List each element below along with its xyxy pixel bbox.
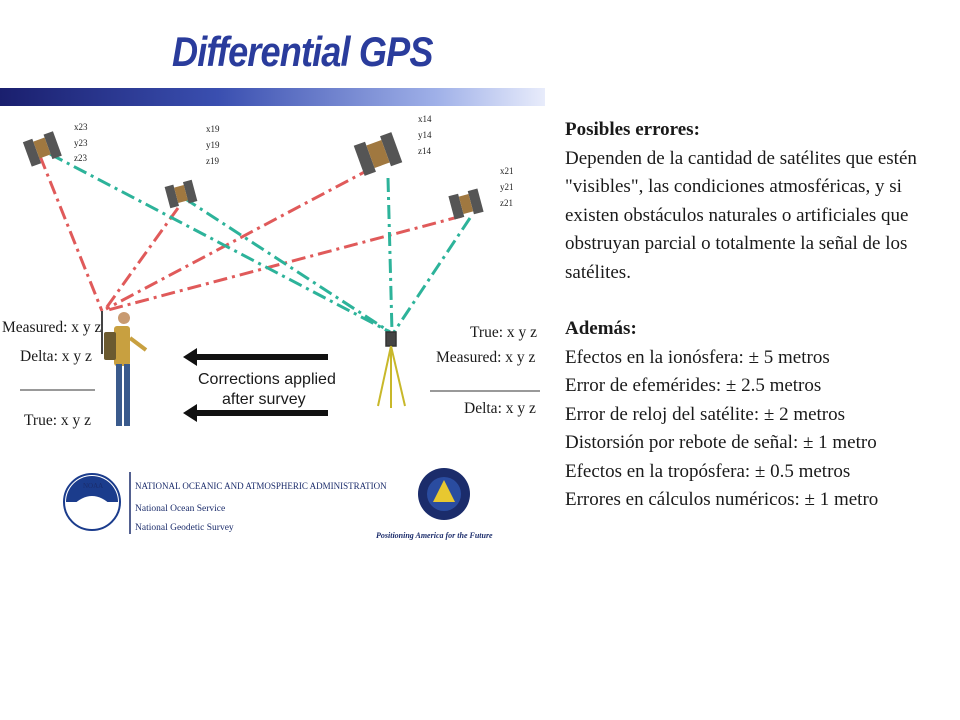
base-measured-label: Measured: x y z <box>436 349 536 366</box>
ngs-tagline: Positioning America for the Future <box>376 531 493 540</box>
base-delta-label: Delta: x y z <box>464 400 536 417</box>
ngs-seal-icon <box>418 468 470 520</box>
sat-23-coord-y: y23 <box>74 138 88 148</box>
error-item: Error de reloj del satélite: ± 2 metros <box>565 403 846 425</box>
dgps-diagram: x23 y23 z23 x19 y19 z19 x14 y14 z14 x21 … <box>2 114 540 429</box>
agency-footer: NOAA NATIONAL OCEANIC AND ATMOSPHERIC AD… <box>63 468 493 540</box>
base-true-label: True: x y z <box>470 324 537 341</box>
sat-21-coord-y: y21 <box>500 182 514 192</box>
agency-survey: National Geodetic Survey <box>135 523 234 533</box>
error-item: Efectos en la tropósfera: ± 0.5 metros <box>565 460 851 482</box>
correction-arrow-icon <box>183 348 328 422</box>
also-heading: Además: <box>565 318 637 339</box>
sat-14-coord-y: y14 <box>418 130 432 140</box>
green-rays <box>49 152 472 334</box>
satellite-icon <box>353 132 403 176</box>
sat-19-coord-x: x19 <box>206 124 220 134</box>
sat-21-coord-x: x21 <box>500 166 514 176</box>
sat-14-coord-x: x14 <box>418 114 432 124</box>
surveyor-measured-label: Measured: x y z <box>2 319 102 336</box>
errors-text-panel: Posibles errores: Dependen de la cantida… <box>565 116 955 515</box>
error-item: Distorsión por rebote de señal: ± 1 metr… <box>565 432 877 453</box>
surveyor-delta-label: Delta: x y z <box>20 348 92 365</box>
sat-23-coord-x: x23 <box>74 122 88 132</box>
slide-title: Differential GPS <box>172 28 433 75</box>
error-item: Errores en cálculos numéricos: ± 1 metro <box>565 489 879 510</box>
sat-19-coord-z: z19 <box>206 156 219 166</box>
satellite-icon <box>448 188 484 220</box>
satellite-icon <box>22 131 62 167</box>
base-station-tripod <box>377 331 406 408</box>
satellite-icon <box>164 179 198 209</box>
red-rays <box>38 155 463 312</box>
surveyor-figure <box>101 311 148 426</box>
surveyor-true-label: True: x y z <box>24 412 91 429</box>
corrections-line-2: after survey <box>222 391 306 408</box>
sat-21-coord-z: z21 <box>500 198 513 208</box>
sat-23-coord-z: z23 <box>74 153 87 163</box>
sat-14-coord-z: z14 <box>418 146 431 156</box>
noaa-logo-icon <box>63 473 121 531</box>
error-item: Efectos en la ionósfera: ± 5 metros <box>565 346 830 368</box>
error-item: Error de efemérides: ± 2.5 metros <box>565 375 822 396</box>
agency-name: NATIONAL OCEANIC AND ATMOSPHERIC ADMINIS… <box>135 481 387 491</box>
errors-body: Dependen de la cantidad de satélites que… <box>565 147 917 283</box>
errors-heading: Posibles errores: <box>565 119 700 140</box>
agency-service: National Ocean Service <box>135 504 225 514</box>
title-gradient-bar <box>0 88 545 106</box>
corrections-line-1: Corrections applied <box>198 371 336 388</box>
noaa-logo-text: NOAA <box>83 482 103 490</box>
sat-19-coord-y: y19 <box>206 140 220 150</box>
